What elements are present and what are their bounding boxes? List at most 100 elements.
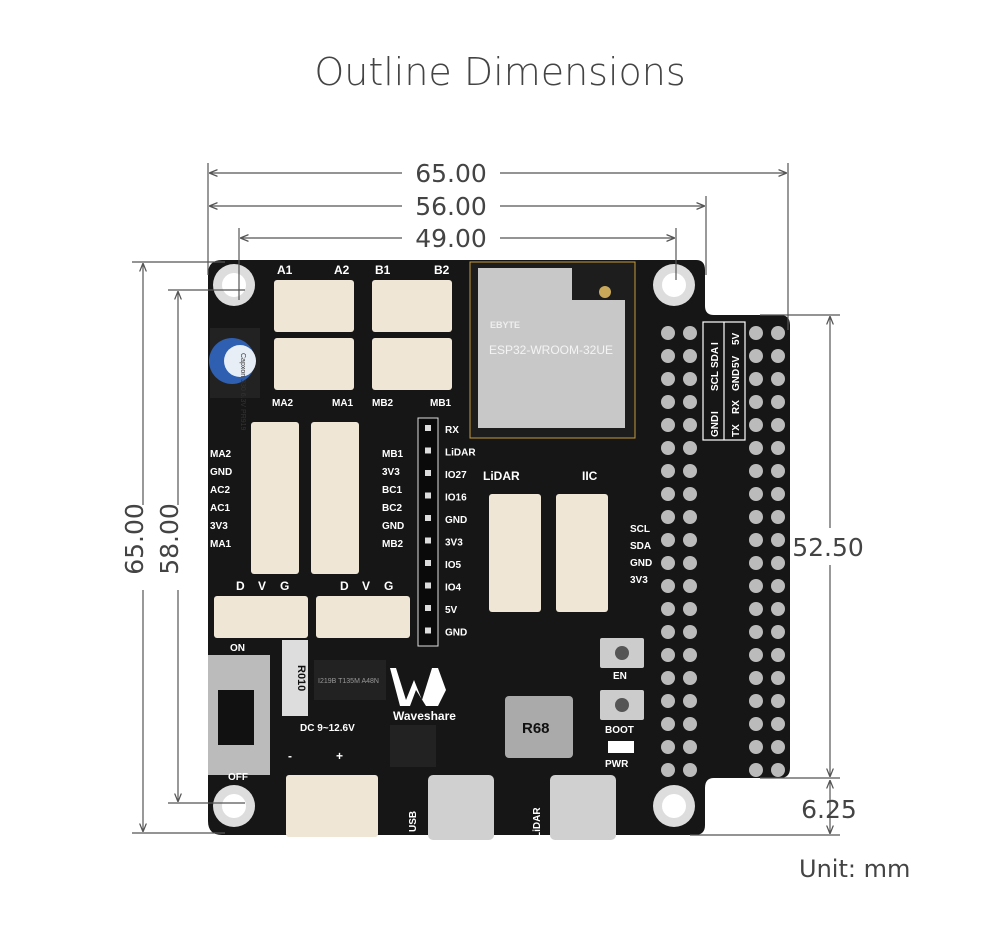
- iic-label: 3V3: [630, 575, 648, 586]
- gpio-pin: [771, 441, 785, 455]
- enc-left-label: GND: [210, 467, 232, 478]
- gpio-pin: [749, 372, 763, 386]
- dim-header-offset: 6.25: [801, 795, 857, 824]
- logo-text: Waveshare: [393, 709, 456, 723]
- gpio-pin: [683, 671, 697, 685]
- unit-label: Unit: mm: [799, 855, 911, 883]
- page-title: Outline Dimensions: [314, 50, 686, 94]
- gpio-pin: [661, 372, 675, 386]
- pin-table-right-label: 5V: [731, 332, 742, 345]
- gpio-pin: [749, 349, 763, 363]
- gpio-pin: [749, 763, 763, 777]
- io-label: 5V: [445, 605, 458, 616]
- dim-width-mid: 56.00: [415, 192, 487, 221]
- gpio-pin: [771, 602, 785, 616]
- module-name: ESP32-WROOM-32UE: [489, 343, 613, 357]
- shunt-resistor: [282, 640, 308, 716]
- gpio-pin: [683, 579, 697, 593]
- gpio-pin: [661, 763, 675, 777]
- gpio-pin: [661, 602, 675, 616]
- dim-height-holes: 58.00: [155, 503, 184, 575]
- gpio-pin: [661, 464, 675, 478]
- boot-label: BOOT: [605, 725, 634, 736]
- gpio-pin: [661, 326, 675, 340]
- io-label: IO5: [445, 560, 462, 571]
- gpio-pin: [749, 487, 763, 501]
- gpio-pin: [683, 717, 697, 731]
- mounting-holes: [213, 264, 695, 827]
- gpio-pin: [661, 671, 675, 685]
- gpio-pin: [683, 648, 697, 662]
- io-pin: [425, 470, 431, 476]
- lidar-usb-c-port: [550, 775, 616, 840]
- capacitor: Capxon 330 6.3V PR919: [209, 328, 260, 431]
- en-label: EN: [613, 671, 627, 682]
- switch-off-label: OFF: [228, 772, 248, 783]
- iic-connector: [556, 494, 608, 612]
- gpio-pin: [661, 487, 675, 501]
- gpio-pin: [683, 441, 697, 455]
- gpio-pin: [771, 372, 785, 386]
- enc-right-label: 3V3: [382, 467, 400, 478]
- io-pin: [425, 447, 431, 454]
- servo-label: G: [280, 579, 289, 593]
- gpio-pin: [661, 579, 675, 593]
- gpio-pin: [661, 418, 675, 432]
- gpio-pin: [749, 533, 763, 547]
- enc-right-label: BC1: [382, 485, 402, 496]
- gpio-pin: [661, 717, 675, 731]
- switch-on-label: ON: [230, 643, 245, 654]
- dc-connector: [286, 775, 378, 837]
- io-label: LiDAR: [445, 448, 476, 459]
- lidar-title: LiDAR: [483, 469, 520, 483]
- esp32-module: EBYTE ESP32-WROOM-32UE: [469, 261, 636, 439]
- gpio-pin: [683, 418, 697, 432]
- usb-c-port: [428, 775, 494, 840]
- gpio-pin: [771, 648, 785, 662]
- plus-label: +: [336, 749, 343, 763]
- gpio-pin: [771, 579, 785, 593]
- module-brand: EBYTE: [490, 320, 520, 330]
- enc-left-label: AC1: [210, 503, 230, 514]
- gpio-pin: [683, 740, 697, 754]
- enc-left-label: AC2: [210, 485, 230, 496]
- label-b1: B1: [375, 263, 391, 277]
- servo-label: V: [258, 579, 266, 593]
- io-pin: [425, 537, 431, 544]
- gpio-pin: [683, 395, 697, 409]
- inductor: [505, 696, 573, 758]
- label-ma2: MA2: [272, 398, 294, 409]
- label-ma1: MA1: [332, 398, 354, 409]
- inductor-text: R68: [522, 720, 550, 737]
- servo-connector-1: [214, 596, 308, 638]
- io-pin: [425, 492, 431, 499]
- gpio-pin: [771, 763, 785, 777]
- gpio-pin: [749, 602, 763, 616]
- lidar-usb-label: LiDAR: [532, 807, 543, 838]
- gpio-pin: [661, 556, 675, 570]
- pin-table-right-label: 5V: [731, 355, 742, 368]
- servo-label: D: [236, 579, 245, 593]
- io-label: GND: [445, 628, 467, 639]
- gpio-pin: [771, 717, 785, 731]
- gpio-pin: [771, 349, 785, 363]
- gpio-pin: [749, 671, 763, 685]
- ic-chip-text: I219B T135M A48N: [318, 678, 379, 685]
- servo-connector-2: [316, 596, 410, 638]
- gpio-pin: [683, 694, 697, 708]
- gpio-pin: [771, 694, 785, 708]
- gpio-pin: [749, 395, 763, 409]
- enc-right-label: MB1: [382, 449, 404, 460]
- pin-table-right-label: GND: [731, 369, 742, 391]
- iic-label: SCL: [630, 524, 650, 535]
- gpio-pin: [749, 717, 763, 731]
- enc-left-label: 3V3: [210, 521, 228, 532]
- gpio-pin: [749, 418, 763, 432]
- pin-table-left-label: I: [710, 342, 721, 345]
- enc-right-label: MB2: [382, 539, 404, 550]
- io-pin: [425, 560, 431, 566]
- io-label: 3V3: [445, 538, 463, 549]
- io-label: IO27: [445, 470, 467, 481]
- io-pin: [425, 425, 431, 431]
